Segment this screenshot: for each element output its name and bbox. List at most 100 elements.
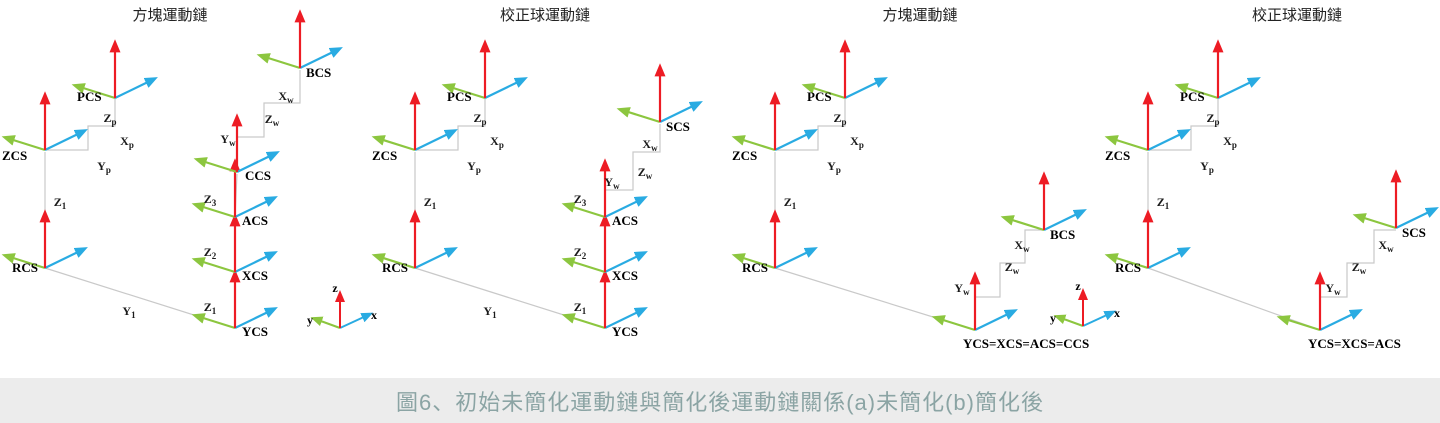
- caption-bar: 圖6、初始未簡化運動鏈與簡化後運動鏈關係(a)未簡化(b)簡化後: [0, 378, 1440, 423]
- offset-label-Z1: Z1: [784, 195, 797, 211]
- ref-axis-label-y: y: [307, 313, 313, 327]
- y-axis-arrow: [931, 315, 976, 332]
- panel-title: 校正球運動鏈: [500, 7, 590, 24]
- frame-label-SCS: SCS: [666, 119, 690, 134]
- offset-label-Zp: Zp: [103, 111, 116, 127]
- offset-label-Y1: Y1: [122, 304, 136, 320]
- coordinate-triad: [616, 63, 703, 124]
- y-axis-arrow: [1053, 314, 1084, 327]
- offset-label-Yw: Yw: [220, 132, 236, 148]
- frame-label-ZCS: ZCS: [2, 148, 27, 163]
- frame-label-ZCS: ZCS: [1105, 148, 1130, 163]
- coordinate-triad: [1, 209, 88, 270]
- frame-label-RCS: RCS: [1115, 260, 1141, 275]
- offset-label-Z1: Z1: [54, 195, 67, 211]
- offset-label-Zp: Zp: [1206, 111, 1219, 127]
- frame-label-BCS: BCS: [1050, 227, 1075, 242]
- y-axis-arrow: [731, 253, 776, 270]
- coordinate-triad: [1, 91, 88, 152]
- offset-label-Z1: Z1: [204, 300, 217, 316]
- kinematic-link: [974, 229, 1044, 330]
- y-axis-arrow: [1174, 83, 1219, 100]
- y-axis-arrow: [71, 83, 116, 100]
- y-axis-arrow: [561, 257, 606, 274]
- y-axis-arrow: [616, 107, 661, 124]
- offset-label-Z3: Z3: [204, 192, 217, 208]
- coordinate-triad: [371, 209, 458, 270]
- y-axis-arrow: [191, 313, 236, 330]
- x-axis-arrow: [114, 77, 158, 99]
- offset-label-Z2: Z2: [574, 245, 587, 261]
- kinematic-link: [775, 98, 846, 151]
- panel-2-: 校正球運動鏈RCSZCSPCSYCSXCSACSSCSZ1YpXpZpY1Z1Z…: [371, 7, 703, 339]
- x-axis-arrow: [1082, 310, 1117, 327]
- frame-label-YCS: YCS: [242, 324, 268, 339]
- offset-label-Yw: Yw: [1325, 281, 1341, 297]
- coordinate-triad: [256, 9, 343, 70]
- offset-label-Xw: Xw: [278, 89, 294, 105]
- offset-label-Z1: Z1: [574, 300, 587, 316]
- offset-label-Yp: Yp: [97, 159, 111, 175]
- coordinate-triad: [191, 213, 278, 274]
- coordinate-triad: [310, 290, 374, 329]
- coordinate-triad: [561, 158, 648, 219]
- frame-label-YCS: YCS: [612, 324, 638, 339]
- y-axis-arrow: [441, 83, 486, 100]
- offset-label-Xp: Xp: [490, 134, 504, 150]
- y-axis-arrow: [310, 316, 341, 329]
- offset-label-Yw: Yw: [604, 175, 620, 191]
- y-axis-arrow: [561, 313, 606, 330]
- x-axis-arrow: [1395, 207, 1439, 229]
- x-axis-arrow: [236, 151, 280, 173]
- panel-title: 方塊運動鏈: [882, 7, 957, 24]
- offset-label-Xw: Xw: [642, 137, 658, 153]
- kinematic-chain-diagram: 方塊運動鏈RCSZCSPCSYCSXCSACSCCSBCSZ1YpXpZpY1Z…: [1, 7, 1439, 351]
- frame-label-YCS-XCS-ACS-CCS: YCS=XCS=ACS=CCS: [963, 336, 1089, 351]
- frame-label-ZCS: ZCS: [732, 148, 757, 163]
- y-axis-arrow: [256, 53, 301, 70]
- frame-label-BCS: BCS: [306, 65, 331, 80]
- coordinate-triad: [371, 91, 458, 152]
- x-axis-arrow: [604, 251, 648, 273]
- coordinate-triad: [71, 39, 158, 100]
- x-axis-arrow: [234, 251, 278, 273]
- x-axis-arrow: [774, 247, 818, 269]
- ref-axis-label-x: x: [371, 308, 377, 322]
- offset-label-Z1: Z1: [424, 195, 437, 211]
- coordinate-triad: [193, 113, 280, 174]
- panel-1-: 方塊運動鏈RCSZCSPCSYCSXCSACSCCSBCSZ1YpXpZpY1Z…: [1, 7, 343, 339]
- kinematic-link: [415, 98, 486, 151]
- frame-label-PCS: PCS: [77, 89, 102, 104]
- offset-label-Zp: Zp: [833, 111, 846, 127]
- y-axis-arrow: [371, 135, 416, 152]
- coordinate-triad: [731, 91, 818, 152]
- offset-label-Z1: Z1: [1157, 195, 1170, 211]
- x-axis-arrow: [44, 247, 88, 269]
- coordinate-triad: [1053, 288, 1117, 327]
- offset-label-Zw: Zw: [1005, 260, 1020, 276]
- coordinate-triad: [191, 269, 278, 330]
- coordinate-triad: [1104, 209, 1191, 270]
- offset-label-Zw: Zw: [638, 165, 653, 181]
- x-axis-arrow: [234, 307, 278, 329]
- coordinate-triad: [1276, 271, 1363, 332]
- offset-label-Xw: Xw: [1378, 238, 1394, 254]
- coordinate-triad: [931, 271, 1018, 332]
- frame-label-RCS: RCS: [12, 260, 38, 275]
- offset-label-Zw: Zw: [1352, 260, 1367, 276]
- x-axis-arrow: [659, 101, 703, 123]
- offset-label-Y1: Y1: [483, 304, 497, 320]
- coordinate-triad: [1352, 169, 1439, 230]
- ref-axis-label-z: z: [332, 281, 338, 295]
- offset-label-Xw: Xw: [1014, 238, 1030, 254]
- frame-label-CCS: CCS: [245, 168, 271, 183]
- y-axis-arrow: [731, 135, 776, 152]
- ref-axis-label-y: y: [1050, 311, 1056, 325]
- x-axis-arrow: [44, 129, 88, 151]
- x-axis-arrow: [974, 309, 1018, 331]
- coordinate-triad: [1174, 39, 1261, 100]
- offset-label-Yp: Yp: [1200, 159, 1214, 175]
- offset-label-Xp: Xp: [1223, 134, 1237, 150]
